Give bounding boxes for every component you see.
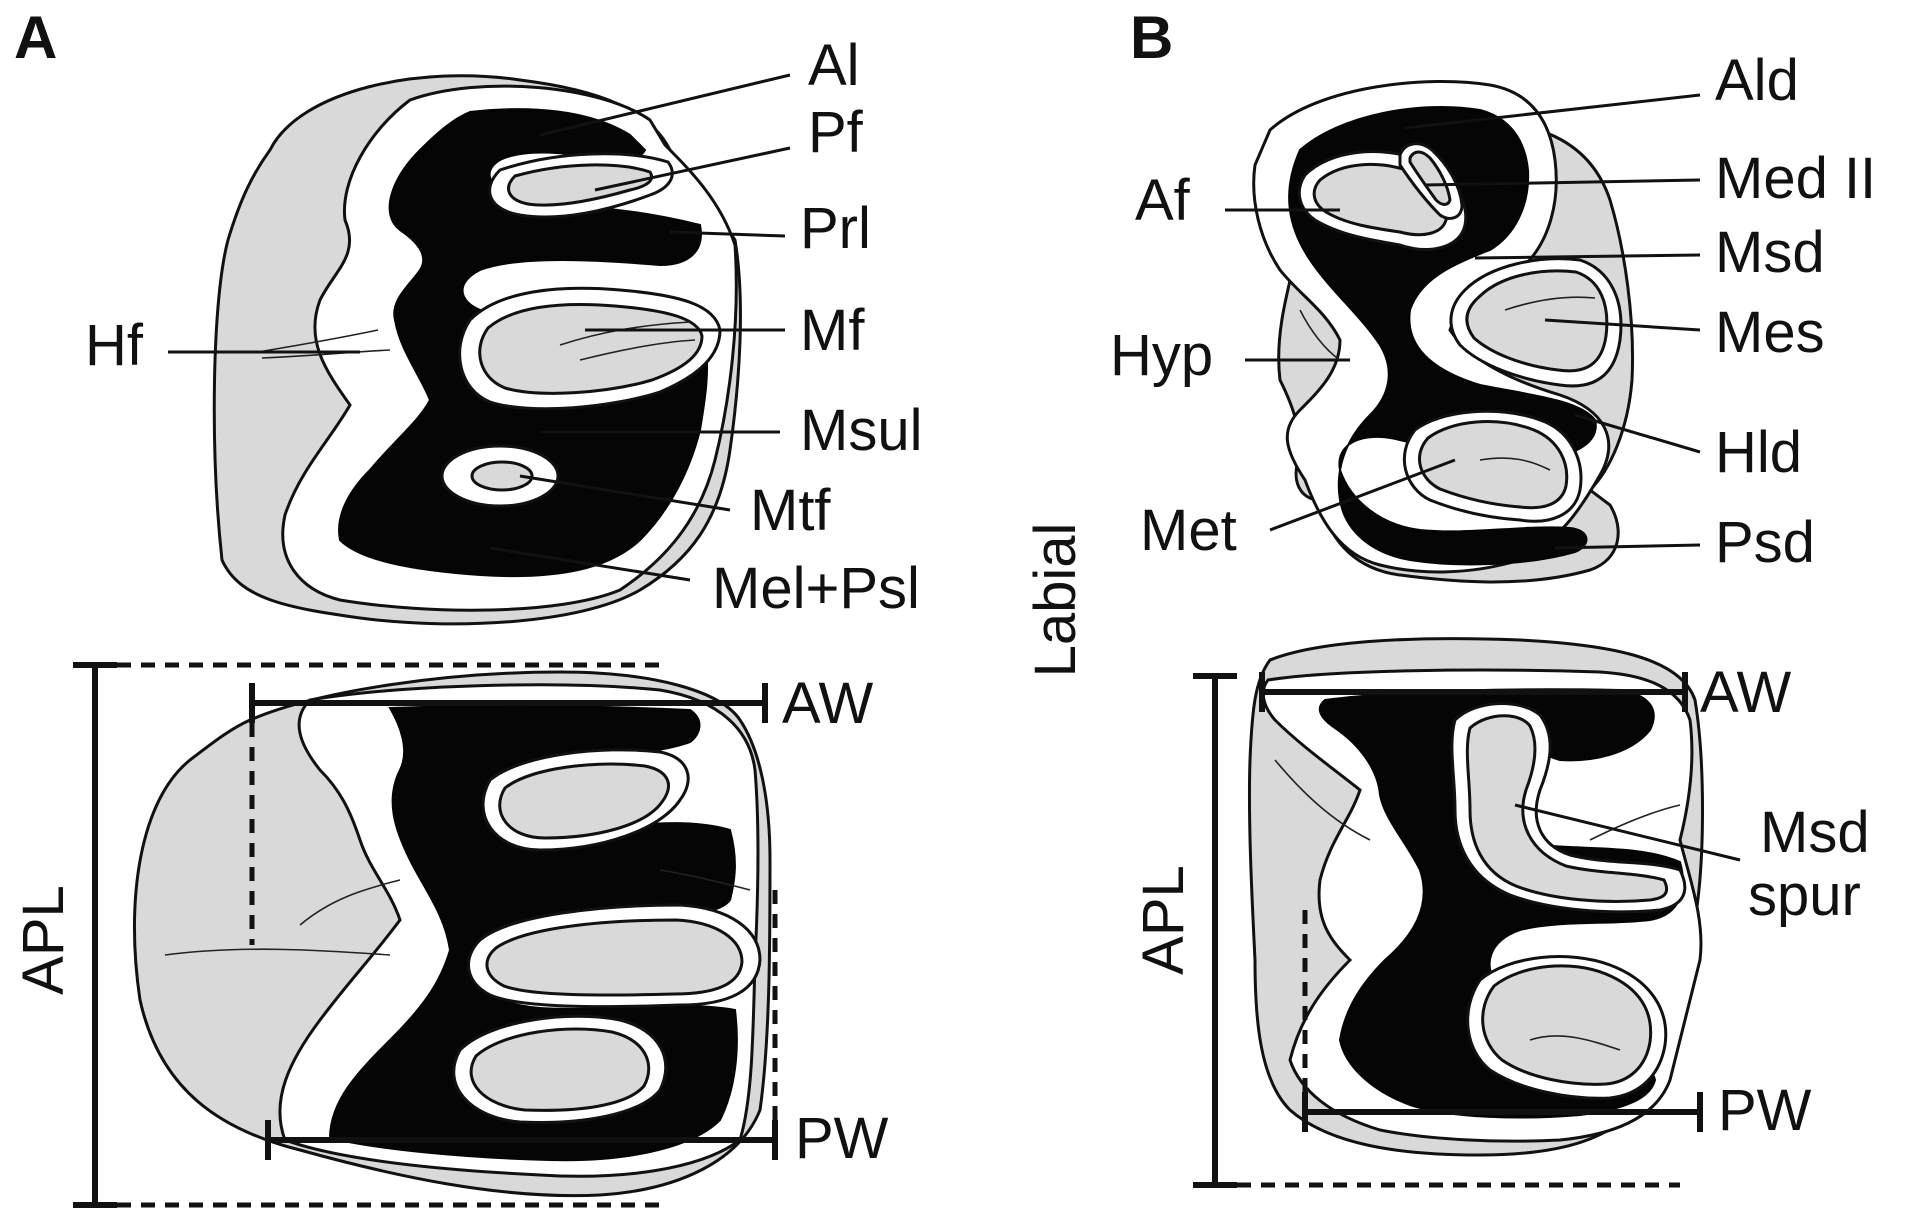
label-msd-spur-line2: spur [1748, 863, 1861, 928]
label-med2: Med II [1715, 146, 1876, 211]
leader-msd [1474, 253, 1701, 260]
panel-a-lower-fossette-1 [498, 762, 670, 840]
leader-pf [594, 146, 791, 192]
panel-b-mes-crack [1504, 296, 1596, 311]
leader-ald [1404, 93, 1701, 130]
panel-b-med2-fossette [1408, 150, 1452, 206]
panel-a-hf-crack-2 [261, 349, 391, 359]
panel-b-pw-label: PW [1718, 1078, 1812, 1143]
label-ald: Ald [1715, 48, 1799, 113]
leader-msd-spur [1514, 803, 1741, 862]
panel-b-upper-tooth [1252, 79, 1635, 584]
label-msd-spur-line1: Msd [1760, 800, 1870, 865]
label-mes: Mes [1715, 300, 1825, 365]
panel-a-lower-crack-2 [299, 879, 401, 926]
panel-a-upper-tooth [212, 74, 742, 626]
panel-b-lower-crack-2 [1589, 804, 1681, 841]
panel-b-measurements [1193, 672, 1703, 1188]
label-hyp: Hyp [1110, 323, 1213, 388]
panel-b-hyp-crack [1299, 309, 1341, 361]
panel-a-labels: A Al Pf Prl Hf Mf Msul Mtf Mel+Psl AW PW… [11, 4, 922, 1171]
panel-a-lower-crack-1 [164, 948, 391, 956]
leader-prl [669, 230, 786, 238]
label-psd: Psd [1715, 510, 1815, 575]
panel-a-hf-crack [257, 329, 379, 353]
label-mf: Mf [800, 298, 865, 363]
panel-b-upper-leaders [1225, 93, 1701, 550]
panel-b-lower-fossette [1465, 714, 1669, 903]
leader-psd [1554, 543, 1701, 550]
leader-met [1269, 458, 1456, 532]
panel-b-met-fossette [1418, 420, 1569, 510]
panel-a-lower-crack-3 [659, 869, 751, 891]
label-pf: Pf [808, 100, 864, 165]
labial-label: Labial [1023, 523, 1088, 678]
label-msul: Msul [800, 398, 922, 463]
panel-a-letter: A [14, 4, 57, 71]
panel-a-lower-tooth [132, 670, 772, 1198]
panel-b-apl-label: APL [1131, 865, 1196, 975]
panel-a-lower-fossette-3 [469, 1027, 651, 1112]
panel-a-upper-leaders [168, 73, 791, 582]
panel-b-aw-label: AW [1700, 660, 1792, 725]
leader-al [539, 73, 791, 137]
panel-a-measurements [73, 662, 778, 1208]
label-mtf: Mtf [750, 478, 831, 543]
panel-a-mtf-fossette [470, 460, 534, 492]
label-msd: Msd [1715, 220, 1825, 285]
label-al: Al [808, 33, 860, 98]
panel-a-mf-crack-2 [579, 339, 696, 361]
panel-b-lower-fossette-2 [1481, 964, 1653, 1086]
label-mel-psl: Mel+Psl [712, 556, 920, 621]
label-hf: Hf [85, 313, 144, 378]
panel-a-apl-label: APL [11, 885, 76, 995]
panel-a-pw-label: PW [795, 1106, 889, 1171]
leader-hld [1574, 413, 1701, 454]
panel-b-lower-tooth [1247, 637, 1704, 1157]
panel-b-lower-crack-3 [1529, 1035, 1621, 1051]
panel-a-lower-fossette-2 [485, 918, 744, 997]
panel-b-met-crack [1479, 457, 1551, 471]
leader-mes [1544, 318, 1701, 332]
panel-b-labels: B Ald Med II Af Msd Hyp Mes Hld Met Psd … [1110, 4, 1876, 1143]
label-hld: Hld [1715, 420, 1802, 485]
leader-mtf [519, 474, 731, 512]
panel-a-pf-fossette [507, 163, 654, 207]
label-prl: Prl [800, 196, 871, 261]
leader-med2 [1424, 178, 1701, 187]
panel-b-mes-fossette [1465, 269, 1609, 373]
label-af: Af [1135, 168, 1191, 233]
panel-b-letter: B [1130, 4, 1173, 71]
leader-mel-psl [489, 546, 691, 582]
label-met: Met [1140, 498, 1237, 563]
panel-b-lower-crack-1 [1274, 759, 1371, 841]
panel-a-aw-label: AW [782, 671, 874, 736]
